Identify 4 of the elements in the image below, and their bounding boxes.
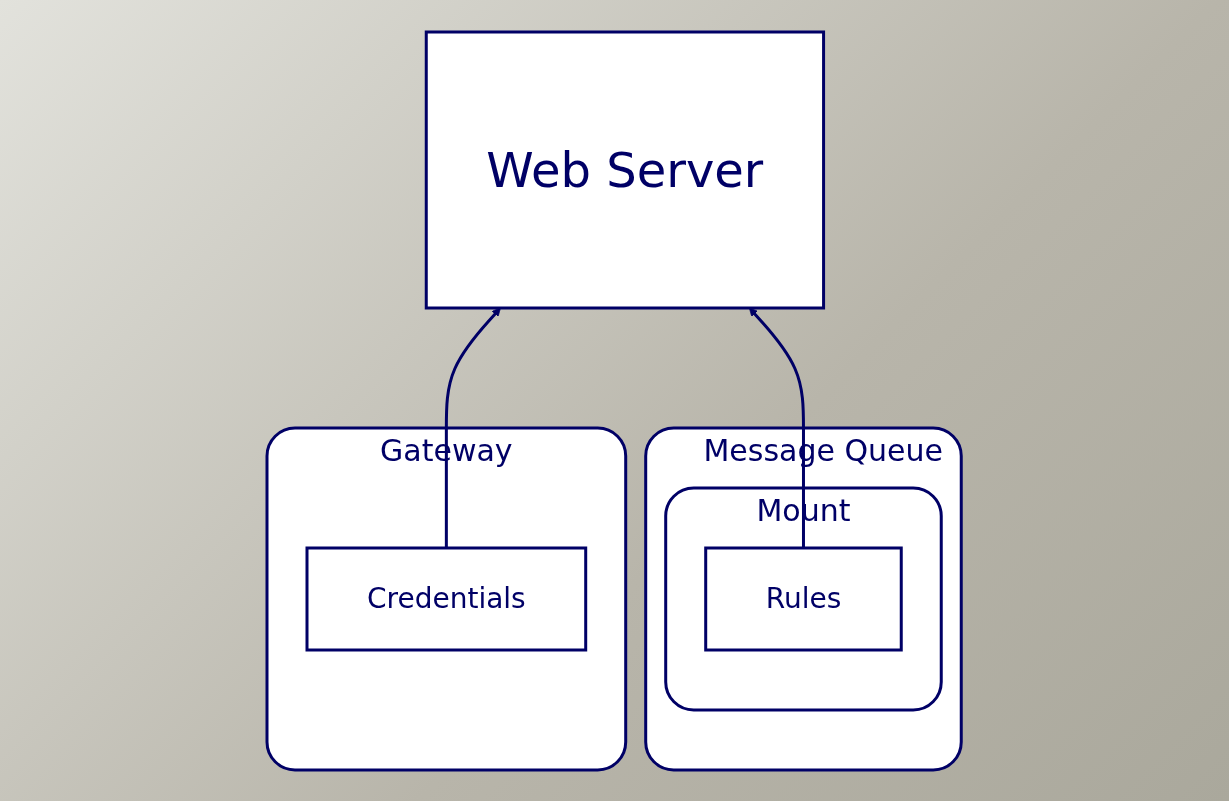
arrow — [445, 307, 502, 548]
node-box: Rules — [704, 546, 904, 651]
node-box: Credentials — [305, 546, 588, 651]
node-box: Web Server — [425, 30, 826, 309]
